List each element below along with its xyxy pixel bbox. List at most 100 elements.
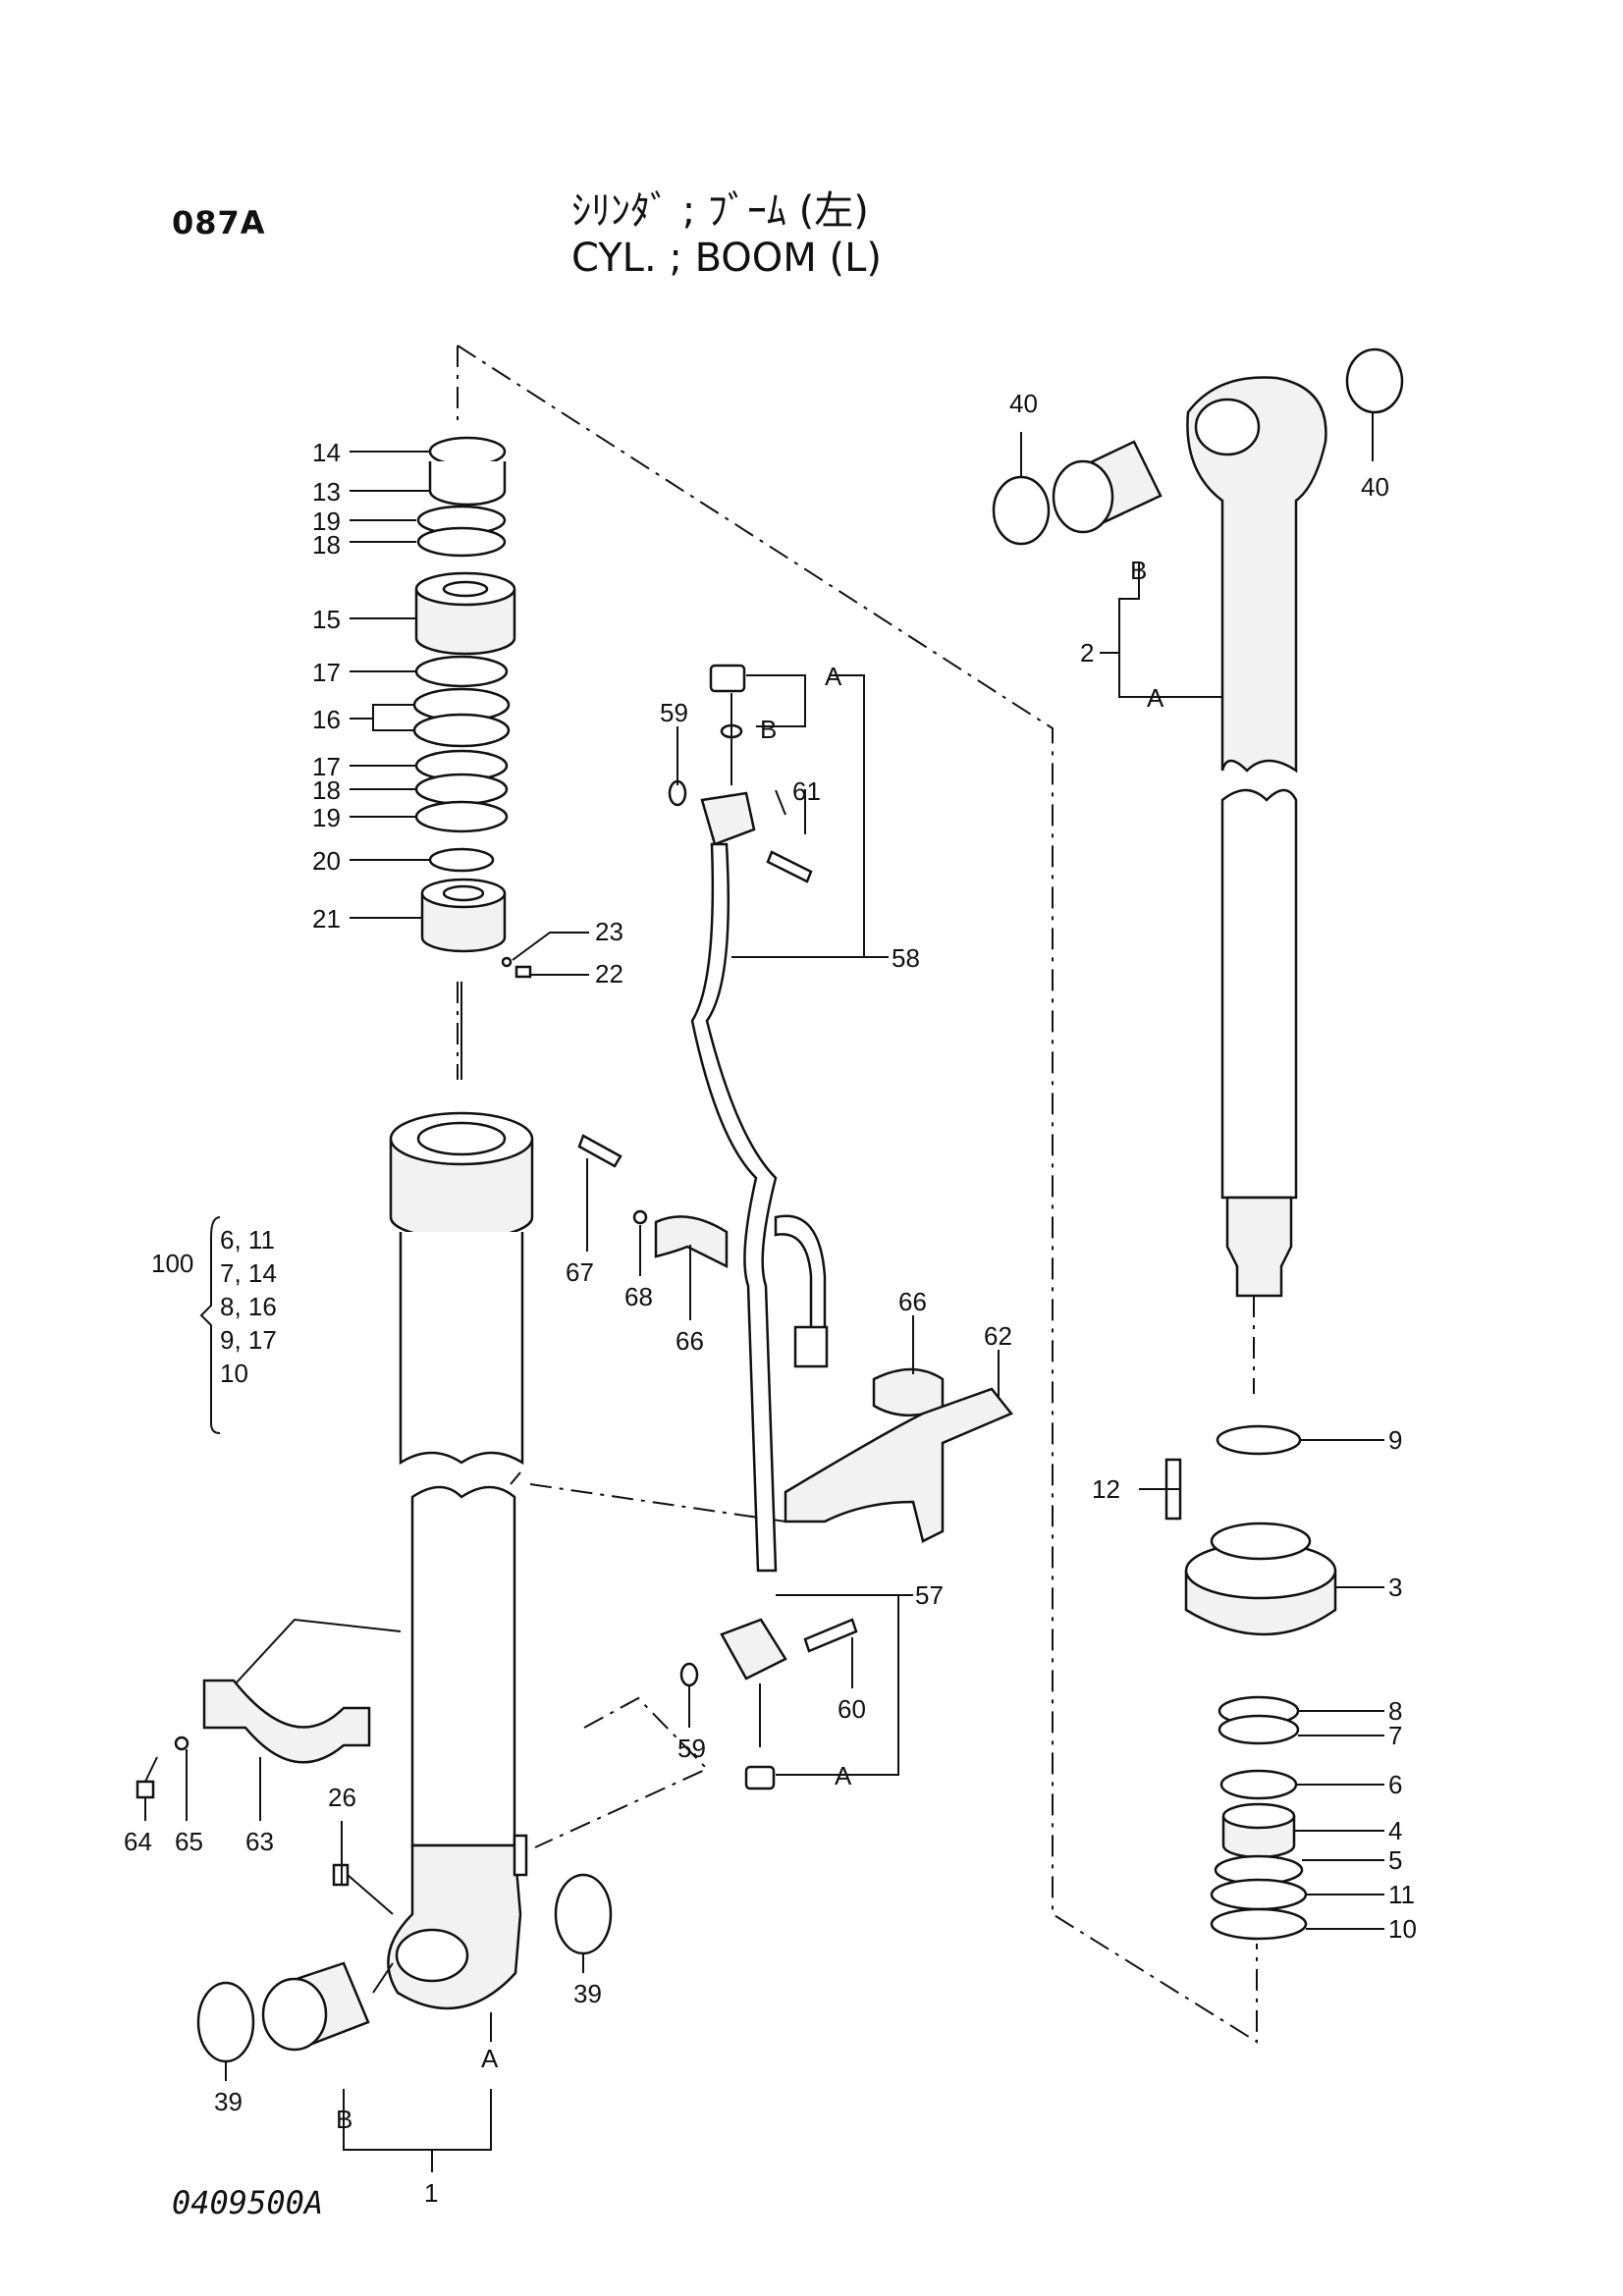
rod-shaft — [1220, 788, 1298, 1200]
ring-18-bottom — [414, 773, 509, 806]
ring-17-top — [414, 655, 509, 688]
bracket-62 — [784, 1387, 1014, 1543]
flange-block-top — [700, 791, 756, 846]
ring-19-bottom — [414, 800, 509, 833]
plug — [709, 664, 746, 693]
oring-59-bottom — [679, 1662, 699, 1687]
ring-14 — [428, 436, 507, 467]
clamp-66-left — [654, 1215, 729, 1269]
piston-15 — [414, 589, 516, 656]
assembly-boundary-lines — [457, 345, 1258, 2044]
callout-8: 8 — [1388, 1696, 1402, 1726]
callout-11: 11 — [1388, 1880, 1415, 1909]
callout-60: 60 — [838, 1694, 866, 1724]
ring-7 — [1217, 1714, 1300, 1745]
seal-39-left — [196, 1981, 255, 2063]
callout-64: 64 — [124, 1827, 152, 1856]
plug-bottom — [744, 1765, 776, 1790]
clamp-66-right — [872, 1367, 945, 1417]
kit-100-line: 7, 14 — [220, 1258, 277, 1288]
callout-20: 20 — [312, 846, 341, 876]
callout-67: 67 — [566, 1257, 594, 1287]
piping-assembly — [668, 664, 858, 1790]
ring-9 — [1216, 1424, 1302, 1456]
pipe-clamps — [577, 1134, 1014, 1543]
callout-14: 14 — [312, 438, 341, 467]
callout-40: 40 — [1009, 389, 1038, 418]
tube-end-clevis — [387, 1843, 522, 2010]
seal-39-right — [554, 1873, 613, 1955]
callout-10: 10 — [1388, 1914, 1417, 1944]
callout-21: 21 — [312, 904, 341, 934]
callout-59: 59 — [660, 698, 688, 727]
callout-13: 13 — [312, 477, 341, 507]
washer-65 — [174, 1735, 189, 1751]
callout-12: 12 — [1092, 1474, 1120, 1504]
rod-eye — [1186, 376, 1327, 774]
callout-58: 58 — [892, 943, 920, 973]
kit-100-line: 6, 11 — [220, 1225, 275, 1255]
pipe-58 — [690, 842, 778, 1573]
oring-10 — [1210, 1907, 1308, 1941]
callout-23: 23 — [595, 917, 623, 946]
bushing-13 — [428, 461, 507, 507]
screw-22 — [514, 965, 532, 979]
nut-21 — [420, 893, 507, 953]
callout-17: 17 — [312, 752, 341, 781]
callout-68: 68 — [624, 1282, 653, 1311]
ring-11 — [1210, 1878, 1308, 1911]
ref-A: A — [825, 662, 842, 691]
ring-18-top — [416, 526, 507, 558]
ref-B: B — [760, 715, 777, 744]
callout-2: 2 — [1080, 638, 1094, 667]
kit-100-line: 9, 17 — [220, 1325, 277, 1355]
callout-18: 18 — [312, 530, 341, 560]
callout-1: 1 — [424, 2178, 438, 2208]
callout-9: 9 — [1388, 1425, 1402, 1455]
callout-61: 61 — [792, 776, 821, 806]
callout-39: 39 — [573, 1979, 602, 2008]
piston-rod-group — [992, 347, 1404, 1298]
drawing-number: 0409500A — [172, 2184, 324, 2221]
seal-stack — [412, 436, 532, 1080]
callout-labels: 14 13 19 18 15 17 16 17 18 19 20 21 23 2… — [124, 389, 1417, 2208]
callout-15: 15 — [312, 605, 341, 634]
callout-66: 66 — [898, 1287, 927, 1316]
kit-100-line: 10 — [220, 1359, 248, 1388]
callout-6: 6 — [1388, 1770, 1402, 1799]
washer-68 — [632, 1209, 648, 1225]
leader-lines — [144, 412, 1384, 2172]
callout-63: 63 — [245, 1827, 274, 1856]
callout-22: 22 — [595, 959, 623, 988]
bolt-67 — [577, 1134, 622, 1168]
callout-16: 16 — [312, 705, 341, 734]
kit-100-list: 6, 11 7, 14 8, 16 9, 17 10 — [220, 1225, 277, 1388]
cylinder-tube — [387, 1111, 534, 2010]
callout-18: 18 — [312, 775, 341, 805]
callout-5: 5 — [1388, 1845, 1402, 1875]
callout-19: 19 — [312, 507, 341, 536]
ref-A: A — [481, 2044, 499, 2073]
reference-letters: A B A B A B A — [336, 556, 1164, 2134]
flange-block-bottom — [720, 1618, 787, 1681]
ring-16-b — [412, 713, 511, 748]
callout-65: 65 — [175, 1827, 203, 1856]
callout-40: 40 — [1361, 472, 1389, 502]
callout-17: 17 — [312, 658, 341, 687]
ball-23 — [501, 956, 513, 968]
callout-100: 100 — [151, 1249, 193, 1278]
callout-57: 57 — [915, 1580, 944, 1610]
title-japanese: ｼﾘﾝﾀﾞ ; ﾌﾞｰﾑ (左) — [571, 188, 869, 234]
ref-A: A — [835, 1761, 852, 1790]
callout-3: 3 — [1388, 1573, 1402, 1602]
ref-B: B — [1130, 556, 1147, 585]
clamp-63-group — [135, 1618, 402, 1915]
ring-20 — [428, 847, 495, 873]
seal-40-left — [992, 475, 1051, 546]
callout-4: 4 — [1388, 1816, 1402, 1845]
callout-62: 62 — [984, 1321, 1012, 1351]
ref-A: A — [1147, 683, 1164, 713]
bolt-64 — [135, 1780, 155, 1799]
callout-26: 26 — [328, 1783, 356, 1812]
title-english: CYL. ; BOOM (L) — [571, 236, 882, 281]
